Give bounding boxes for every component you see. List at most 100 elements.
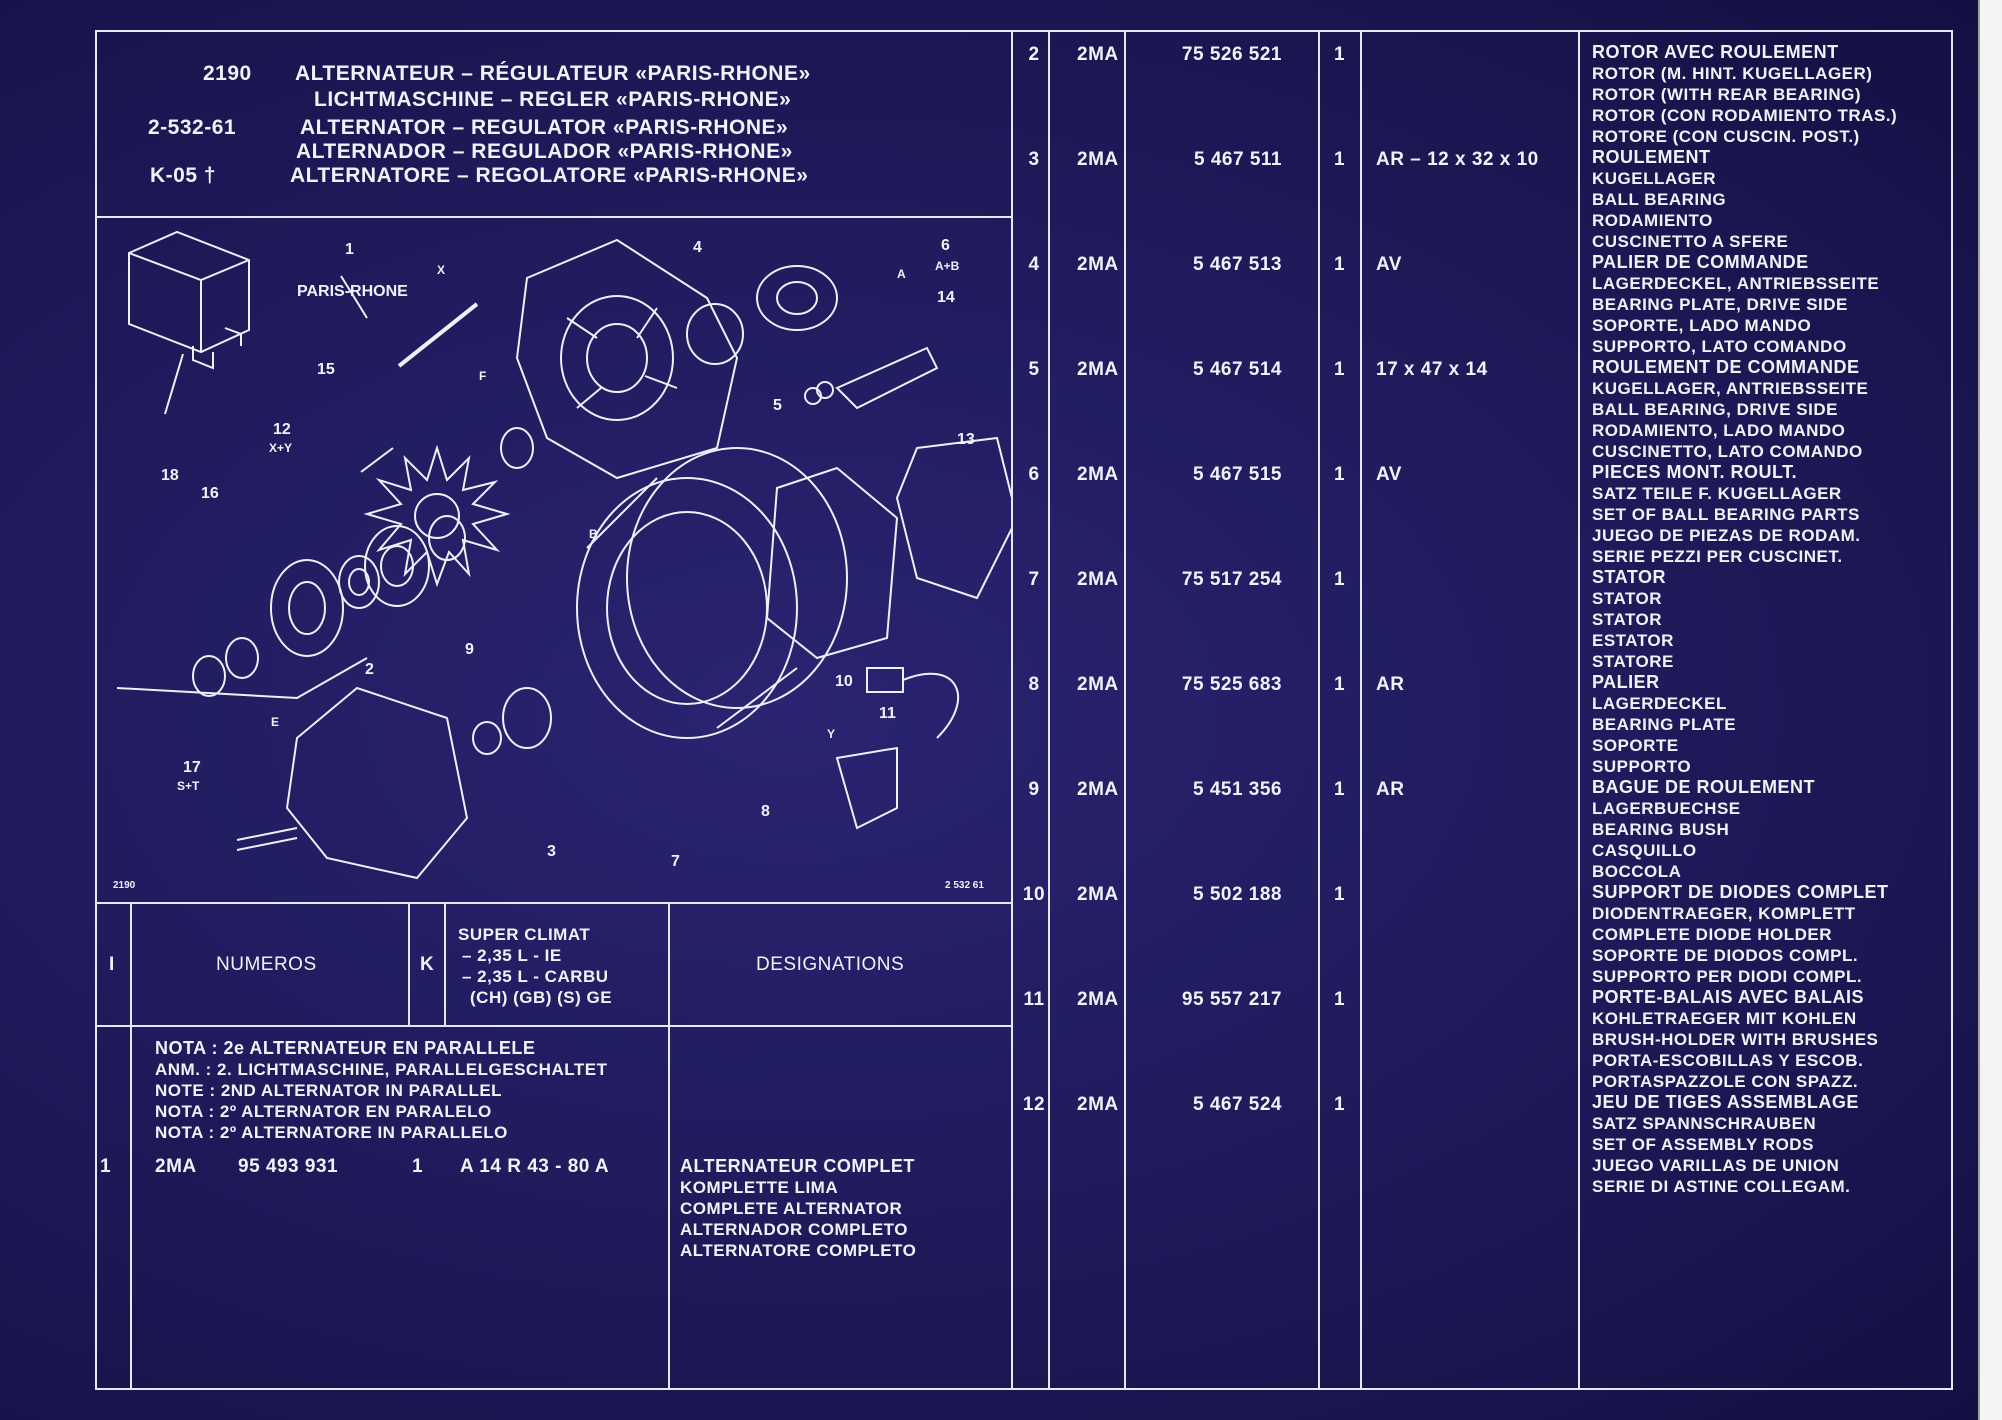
nota-line-3: NOTE : 2ND ALTERNATOR IN PARALLEL — [155, 1081, 503, 1100]
designation-title: STATOR — [1592, 567, 1666, 587]
row-number: 5 467 513 — [1192, 254, 1282, 275]
designation-translation: COMPLETE DIODE HOLDER — [1592, 925, 1833, 944]
header-title-de: LICHTMASCHINE – REGLER «PARIS-RHONE» — [314, 88, 792, 111]
letter-f: F — [479, 369, 486, 383]
row-qty: 1 — [1334, 254, 1346, 275]
row-index: 8 — [1028, 674, 1040, 695]
vline-r-qty — [1318, 30, 1320, 1390]
callout-6-sub: A+B — [935, 259, 960, 273]
row-number: 5 467 515 — [1192, 464, 1282, 485]
col-model-header: SUPER CLIMAT – 2,35 L - IE – 2,35 L - CA… — [458, 924, 612, 1008]
vline-index — [130, 902, 132, 1390]
designation-translation: SATZ TEILE F. KUGELLAGER — [1592, 484, 1842, 503]
callout-6: 6 — [941, 237, 950, 254]
designation-translation: SERIE DI ASTINE COLLEGAM. — [1592, 1177, 1851, 1196]
designation-translation: STATOR — [1592, 589, 1663, 608]
model-line-2: – 2,35 L - IE — [462, 946, 562, 965]
fan-drawing — [363, 444, 511, 588]
nota-line-1: NOTA : 2e ALTERNATEUR EN PARALLELE — [155, 1038, 536, 1058]
brush-holder-drawing — [835, 667, 960, 830]
letter-b: B — [589, 527, 598, 541]
designation-translation: BALL BEARING, DRIVE SIDE — [1592, 400, 1838, 419]
callout-17-sub: S+T — [177, 779, 200, 793]
row-index: 9 — [1028, 779, 1040, 800]
letter-e: E — [271, 715, 279, 729]
col-designations-header: DESIGNATIONS — [756, 954, 905, 975]
header-title-es: ALTERNADOR – REGULADOR «PARIS-RHONE» — [296, 140, 793, 163]
vline-numeros — [408, 902, 410, 1025]
designation-translation: DIODENTRAEGER, KOMPLETT — [1592, 904, 1856, 923]
header-title-it: ALTERNATORE – REGOLATORE «PARIS-RHONE» — [290, 164, 809, 187]
rotor-drawing — [236, 686, 469, 880]
row-index: 2 — [1028, 44, 1040, 65]
row-qty: 1 — [1334, 674, 1346, 695]
row-index: 6 — [1028, 464, 1040, 485]
designation-title: SUPPORT DE DIODES COMPLET — [1592, 882, 1889, 902]
letter-x: X — [437, 263, 445, 277]
row-ref: AR — [1376, 674, 1405, 695]
row1-index: 1 — [100, 1156, 112, 1177]
designation-translation: BEARING PLATE — [1592, 715, 1737, 734]
row-index: 10 — [1022, 884, 1046, 905]
designation-translation: SATZ SPANNSCHRAUBEN — [1592, 1114, 1817, 1133]
nota-line-2: ANM. : 2. LICHTMASCHINE, PARALLELGESCHAL… — [155, 1060, 608, 1079]
designation-translation: SUPPORTO PER DIODI COMPL. — [1592, 967, 1863, 986]
designation-translation: SET OF BALL BEARING PARTS — [1592, 505, 1860, 524]
header-title-fr: ALTERNATEUR – RÉGULATEUR «PARIS-RHONE» — [295, 62, 811, 85]
col-k-header: K — [420, 954, 435, 975]
designation-translation: CUSCINETTO A SFERE — [1592, 232, 1789, 251]
row-ref: 17 x 47 x 14 — [1376, 359, 1488, 380]
row-code: 2MA — [1077, 779, 1119, 800]
row-number: 75 517 254 — [1181, 569, 1282, 590]
row-index: 5 — [1028, 359, 1040, 380]
designation-translation: ROTOR (M. HINT. KUGELLAGER) — [1592, 64, 1873, 83]
exploded-diagram: PARIS-RHONE 1 2 3 4 5 6 A+B 7 8 9 10 11 … — [113, 230, 1011, 891]
designation-translation: STATORE — [1592, 652, 1674, 671]
row-qty: 1 — [1334, 359, 1346, 380]
designation-translation: KUGELLAGER, ANTRIEBSSEITE — [1592, 379, 1869, 398]
designation-title: PIECES MONT. ROULT. — [1592, 462, 1798, 482]
row-index: 12 — [1022, 1094, 1046, 1115]
callout-3: 3 — [547, 843, 556, 860]
page-frame — [95, 30, 1953, 1390]
header-divider — [95, 216, 1013, 218]
row-number: 75 526 521 — [1181, 44, 1282, 65]
designation-translation: BRUSH-HOLDER WITH BRUSHES — [1592, 1030, 1879, 1049]
row-index: 4 — [1028, 254, 1040, 275]
row-index: 3 — [1028, 149, 1040, 170]
nota-line-5: NOTA : 2º ALTERNATORE IN PARALLELO — [155, 1123, 508, 1142]
model-line-3: – 2,35 L - CARBU — [462, 967, 609, 986]
model-line-4: (CH) (GB) (S) GE — [470, 988, 613, 1007]
designation-translation: BEARING PLATE, DRIVE SIDE — [1592, 295, 1848, 314]
header-title-en: ALTERNATOR – REGULATOR «PARIS-RHONE» — [300, 116, 789, 139]
designation-translation: RODAMIENTO — [1592, 211, 1713, 230]
designation-translation: BEARING BUSH — [1592, 820, 1730, 839]
designation-translation: ESTATOR — [1592, 631, 1674, 650]
row-number: 5 467 511 — [1194, 149, 1282, 170]
header-code-2: 2-532-61 — [148, 116, 237, 139]
row1-designation: ALTERNATEUR COMPLET KOMPLETTE LIMA COMPL… — [680, 1156, 916, 1261]
row1-designation-it: ALTERNATORE COMPLETO — [680, 1241, 917, 1260]
designation-translation: KOHLETRAEGER MIT KOHLEN — [1592, 1009, 1857, 1028]
callout-14: 14 — [937, 289, 955, 306]
header-code-3: K-05 † — [150, 164, 217, 187]
row-code: 2MA — [1077, 44, 1119, 65]
designation-translation: JUEGO DE PIEZAS DE RODAM. — [1592, 526, 1861, 545]
designation-translation: ROTOR (CON RODAMIENTO TRAS.) — [1592, 106, 1898, 125]
row-index: 11 — [1023, 989, 1045, 1010]
fold-shadow — [1978, 0, 1980, 1420]
designation-translation: PORTA-ESCOBILLAS Y ESCOB. — [1592, 1051, 1864, 1070]
vline-designations — [668, 902, 670, 1390]
row-code: 2MA — [1077, 674, 1119, 695]
designation-translation: BOCCOLA — [1592, 862, 1682, 881]
vline-k — [444, 902, 446, 1025]
row-number: 95 557 217 — [1181, 989, 1282, 1010]
row-qty: 1 — [1334, 1094, 1346, 1115]
row-code: 2MA — [1077, 569, 1119, 590]
row-designation: PIECES MONT. ROULT. SATZ TEILE F. KUGELLA… — [1592, 462, 1860, 567]
designation-translation: ROTOR (WITH REAR BEARING) — [1592, 85, 1862, 104]
designation-translation: PORTASPAZZOLE CON SPAZZ. — [1592, 1072, 1859, 1091]
